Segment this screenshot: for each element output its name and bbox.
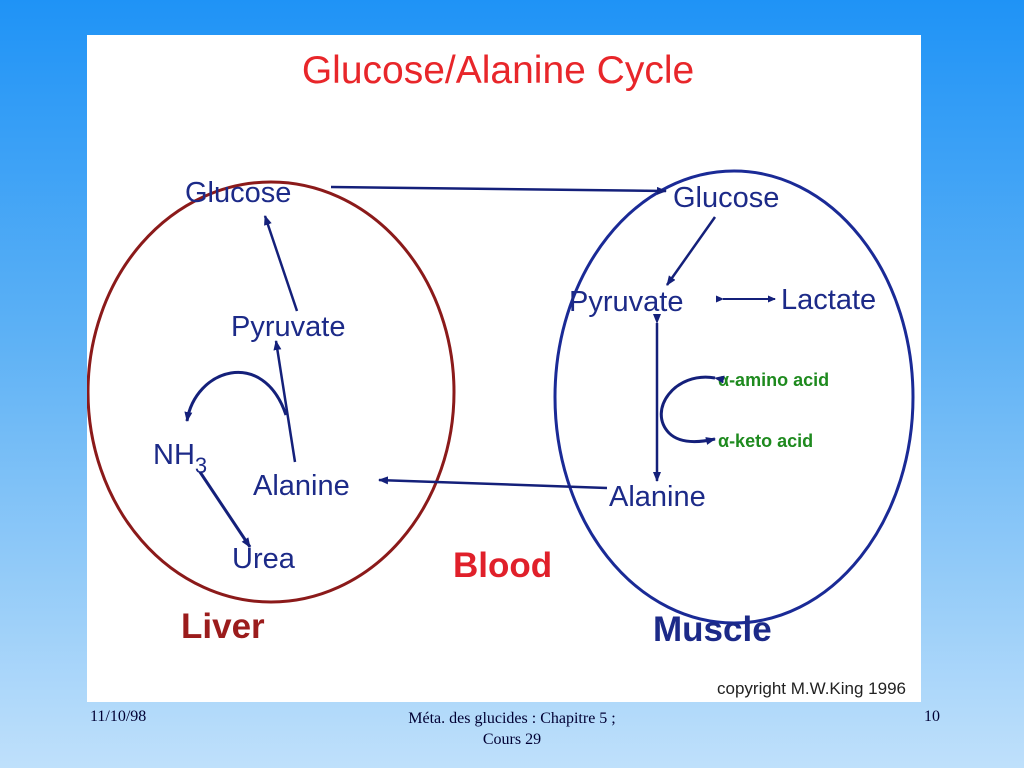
muscle-alanine-label: Alanine — [609, 481, 706, 513]
diagram-panel: Glucose/Alanine Cycle Glucose Pyruvate N… — [87, 35, 921, 702]
footer-course-title: Méta. des glucides : Chapitre 5 ; Cours … — [362, 708, 662, 750]
arrow-liver-glucose-to-muscle-glucose — [330, 185, 667, 195]
footer-title-line-1: Méta. des glucides : Chapitre 5 ; — [408, 710, 616, 727]
nh3-subscript-text: 3 — [195, 453, 207, 478]
blood-label: Blood — [453, 546, 552, 585]
muscle-lactate-label: Lactate — [781, 284, 876, 316]
footer-date: 11/10/98 — [90, 708, 147, 725]
liver-nh3-label: NH3 — [153, 439, 207, 478]
liver-glucose-label: Glucose — [185, 177, 291, 209]
muscle-pyruvate-label: Pyruvate — [569, 286, 683, 318]
arrow-transamination-curve — [659, 375, 725, 445]
footer-title-line-2: Cours 29 — [482, 731, 542, 748]
arrow-liver-alanine-to-pyruvate — [273, 340, 297, 463]
nh3-main-text: NH — [153, 439, 195, 471]
alpha-keto-acid-label: α-keto acid — [718, 431, 813, 451]
slide-page-number: 10 — [924, 708, 940, 725]
liver-alanine-label: Alanine — [253, 470, 350, 502]
arrow-muscle-glucose-to-pyruvate — [665, 216, 717, 286]
arrow-muscle-alanine-to-liver-alanine — [378, 476, 608, 490]
liver-compartment-ellipse — [87, 180, 456, 604]
copyright-text: copyright M.W.King 1996 — [717, 679, 906, 698]
diagram-title: Glucose/Alanine Cycle — [302, 49, 694, 92]
arrow-nh3-to-urea — [198, 471, 252, 548]
muscle-glucose-label: Glucose — [673, 182, 779, 214]
alpha-amino-acid-label: α-amino acid — [718, 370, 829, 390]
glucose-alanine-cycle-diagram: Glucose/Alanine Cycle Glucose Pyruvate N… — [87, 49, 915, 698]
muscle-compartment-ellipse — [553, 169, 915, 625]
liver-urea-label: Urea — [232, 543, 296, 575]
liver-pyruvate-label: Pyruvate — [231, 311, 345, 343]
liver-label: Liver — [181, 607, 265, 646]
muscle-label: Muscle — [653, 610, 772, 649]
arrow-liver-pyruvate-to-glucose — [263, 215, 299, 312]
arrow-alanine-deamination-to-nh3 — [184, 370, 288, 422]
